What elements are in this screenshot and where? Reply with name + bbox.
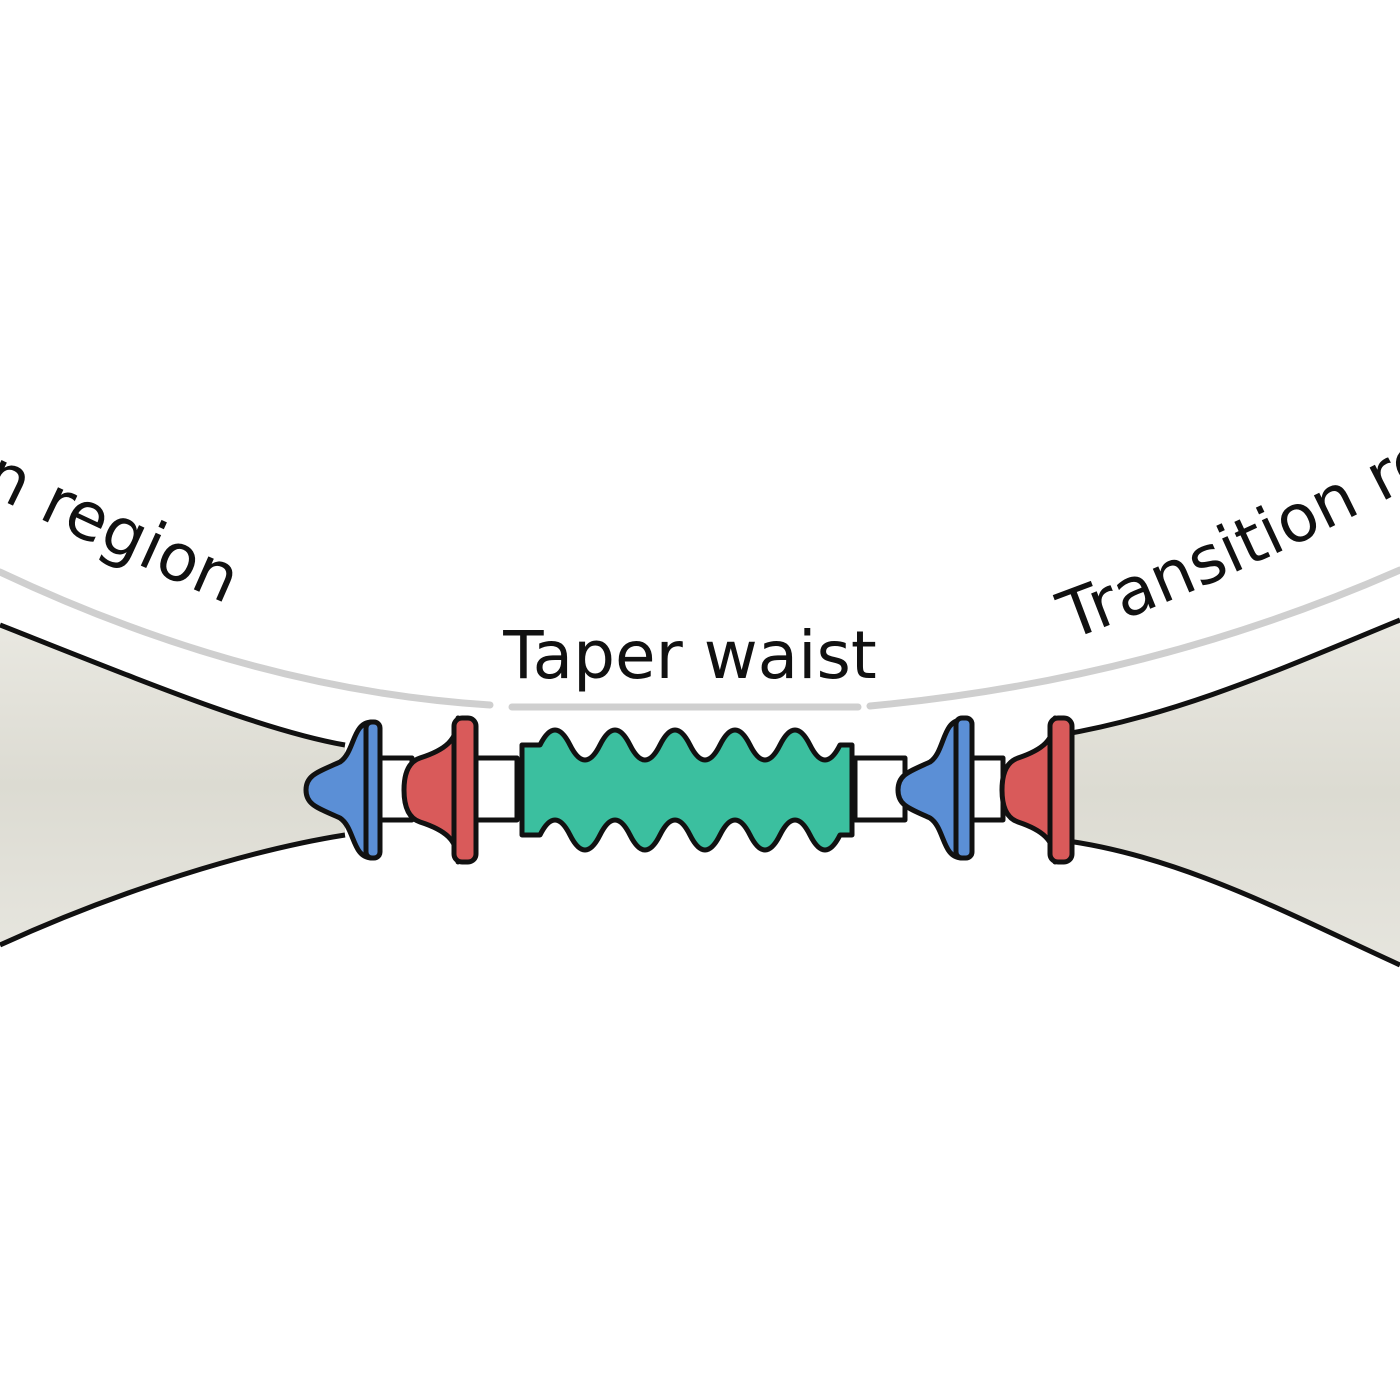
right-fiber-outline-bottom <box>1059 837 1400 968</box>
right-region-label: Transition re <box>1047 418 1400 656</box>
left-fiber-outline-top <box>0 622 346 748</box>
right-red-element <box>999 715 1058 865</box>
region-bracket-arc <box>0 566 1400 711</box>
right-fiber-outline-top <box>1059 617 1400 738</box>
waist-connector-2 <box>472 755 520 823</box>
left-red-element <box>401 715 461 865</box>
right-blue-element <box>895 717 965 861</box>
taper-waist-label: Taper waist <box>502 617 876 694</box>
left-fiber-outline-bottom <box>0 832 346 948</box>
left-fiber-taper <box>0 625 345 945</box>
left-red-plate <box>451 715 479 865</box>
right-blue-plate <box>953 715 975 861</box>
teal-wave-mode <box>519 727 855 853</box>
right-fiber-taper <box>1060 620 1400 965</box>
right-red-plate <box>1047 715 1075 865</box>
left-blue-plate <box>363 719 383 861</box>
